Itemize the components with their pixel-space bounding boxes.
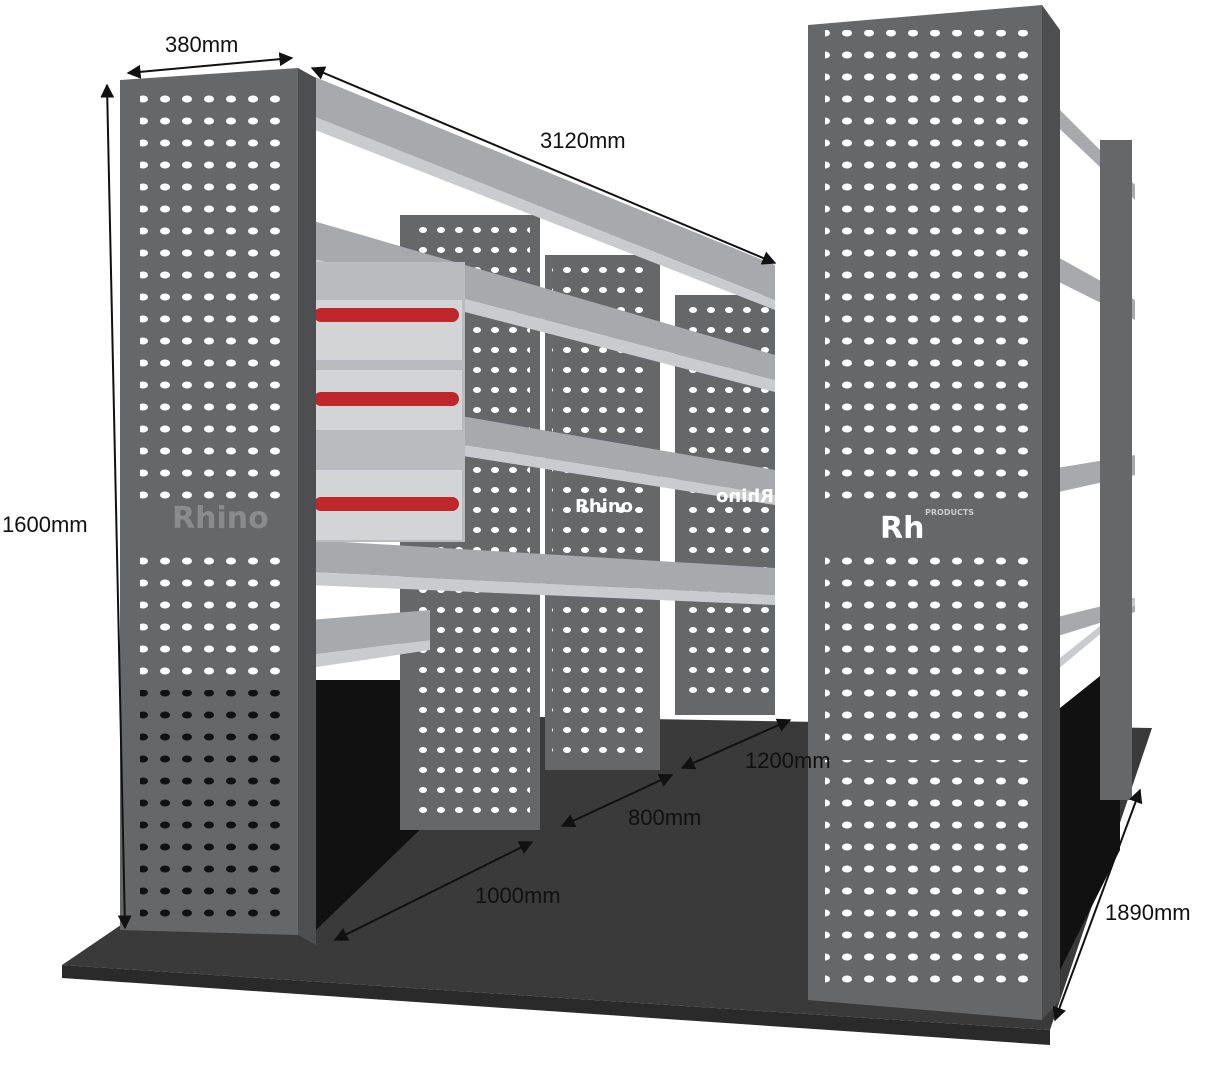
drawer-1-handle[interactable] [314, 308, 459, 322]
width-top-label: 380mm [165, 32, 238, 57]
shelf-5-lip [310, 640, 430, 668]
right-end-panel-side [1042, 5, 1060, 1020]
right-end-panel-holes-upper [825, 30, 1030, 500]
right-panel-logo-bg [850, 505, 1000, 543]
length-top-arrow [310, 66, 777, 265]
bay-1-label: 1000mm [475, 883, 561, 908]
left-end-panel-holes-upper [140, 90, 290, 500]
left-panel-logo: Rhino [172, 501, 269, 536]
floor-edge [62, 965, 1050, 1045]
bay-1-arrow [333, 841, 534, 941]
floor-width-arrow [1052, 788, 1143, 1022]
shelf-4-lip [310, 572, 775, 605]
upright-2-logo: Rhino [575, 496, 633, 517]
right-panel-logo: Rh [880, 511, 924, 546]
right-end-panel-holes-lower [825, 545, 1030, 745]
bay-2-arrow [560, 773, 674, 828]
drawer-2-handle[interactable] [314, 392, 459, 406]
bay-3-label: 1200mm [745, 748, 831, 773]
left-end-panel-holes-bottom [140, 690, 290, 920]
right-end-panel-holes-bottom [825, 760, 1030, 990]
left-end-panel-side [298, 68, 316, 945]
left-end-panel-holes-lower [140, 545, 290, 685]
width-top-arrow [126, 52, 294, 79]
left-end-panel: Rhino [120, 68, 316, 945]
right-rack: Rh PRODUCTS [808, 5, 1135, 1020]
right-rack-rear-upright [1100, 140, 1132, 800]
dimension-lines [100, 52, 1143, 1022]
height-arrow [100, 83, 132, 930]
bay-2-label: 800mm [628, 805, 701, 830]
floor-width-label: 1890mm [1105, 900, 1191, 925]
drawer-3-handle[interactable] [314, 497, 459, 511]
right-panel-logo-sub: PRODUCTS [925, 508, 974, 517]
shelf-4 [310, 540, 775, 595]
upright-3-logo: Rhino [716, 486, 774, 507]
length-top-label: 3120mm [540, 128, 626, 153]
drawer-unit [310, 262, 465, 542]
height-label: 1600mm [2, 512, 88, 537]
bay-3-arrow [680, 718, 792, 770]
